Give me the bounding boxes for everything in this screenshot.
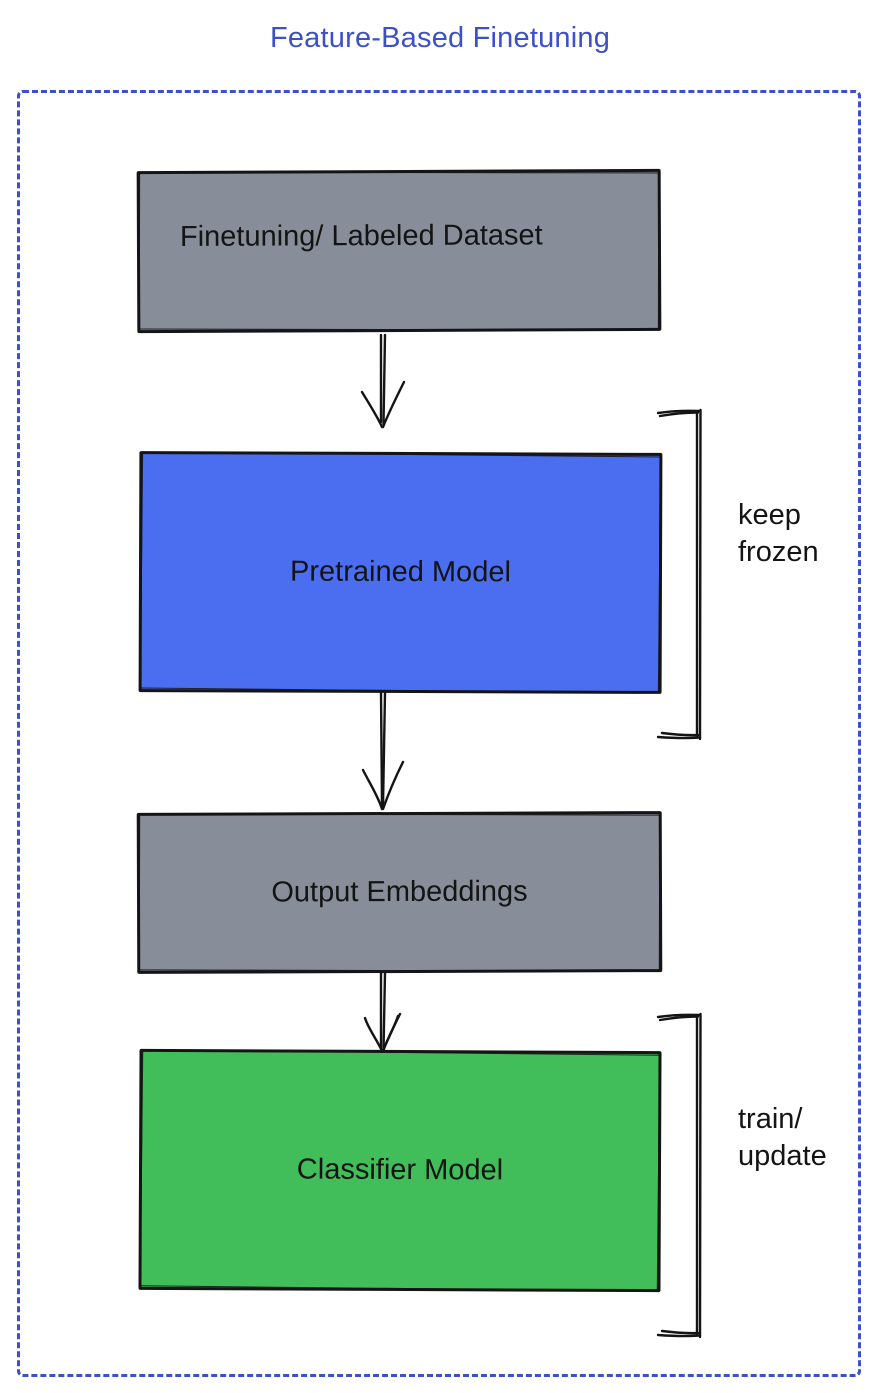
diagram-title: Feature-Based Finetuning [269, 22, 611, 54]
box-finetuning-dataset: Finetuning/ Labeled Dataset [136, 168, 662, 334]
arrow-down-icon [352, 692, 414, 812]
dashed-frame [17, 90, 861, 1377]
keep-frozen-label: keep frozen [738, 497, 819, 571]
box-finetuning-dataset-label: Finetuning/ Labeled Dataset [179, 219, 543, 253]
box-output-embeddings-label: Output Embeddings [271, 875, 528, 909]
box-pretrained-model-label: Pretrained Model [290, 555, 511, 589]
box-pretrained-model: Pretrained Model [138, 451, 663, 694]
train-update-bracket-icon [654, 1008, 706, 1342]
keep-frozen-line2: frozen [738, 536, 819, 568]
box-classifier-model-label: Classifier Model [296, 1153, 504, 1187]
box-classifier-model: Classifier Model [138, 1048, 662, 1293]
train-update-label: train/ update [738, 1101, 827, 1175]
arrow-down-icon [352, 972, 414, 1054]
keep-frozen-line1: keep [738, 499, 801, 531]
keep-frozen-bracket-icon [654, 404, 706, 744]
arrow-down-icon [352, 334, 414, 430]
box-output-embeddings: Output Embeddings [136, 811, 663, 974]
train-update-line1: train/ [738, 1103, 803, 1135]
train-update-line2: update [738, 1140, 827, 1172]
